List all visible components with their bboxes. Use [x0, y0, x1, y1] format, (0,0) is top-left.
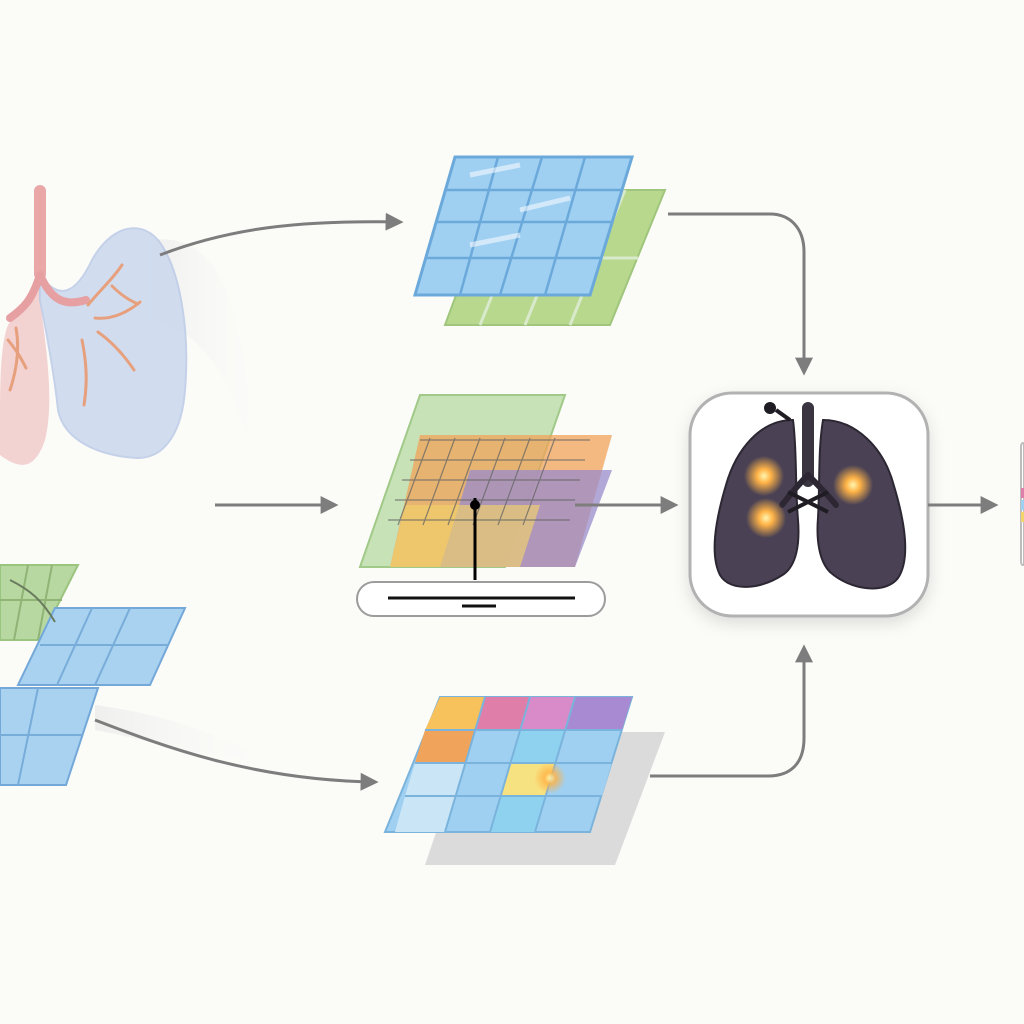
output-partial-panel — [1020, 441, 1024, 567]
input-lung-icon — [0, 185, 188, 465]
heatmap-grid-icon — [383, 696, 665, 865]
middle-branch-slider — [356, 581, 606, 617]
lesion-highlight-1 — [744, 456, 784, 496]
lesion-highlight-2 — [833, 465, 873, 505]
middle-branch-grid — [358, 394, 612, 580]
input-fade-wedge-bottom — [95, 705, 265, 760]
layered-grid-icon — [0, 564, 187, 786]
overlay-grid-icon — [358, 394, 612, 580]
lesion-highlight-3 — [746, 498, 786, 538]
diseased-lung-icon — [713, 402, 907, 590]
bottom-branch-grid — [383, 696, 665, 865]
fusion-lung-panel — [688, 391, 930, 618]
blue-grid-icon — [413, 155, 667, 326]
output-icon — [1020, 441, 1024, 567]
arrow-bottom-branch-to-fusion — [650, 644, 813, 778]
input-patch-layers — [0, 564, 187, 786]
input-lung-image — [0, 185, 188, 465]
arrow-input-to-top-branch — [159, 212, 404, 257]
arrow-input-to-bottom-branch — [94, 718, 379, 791]
top-branch-grid — [413, 155, 667, 326]
arrow-top-branch-to-fusion — [668, 212, 813, 376]
slider-icon — [356, 581, 606, 617]
